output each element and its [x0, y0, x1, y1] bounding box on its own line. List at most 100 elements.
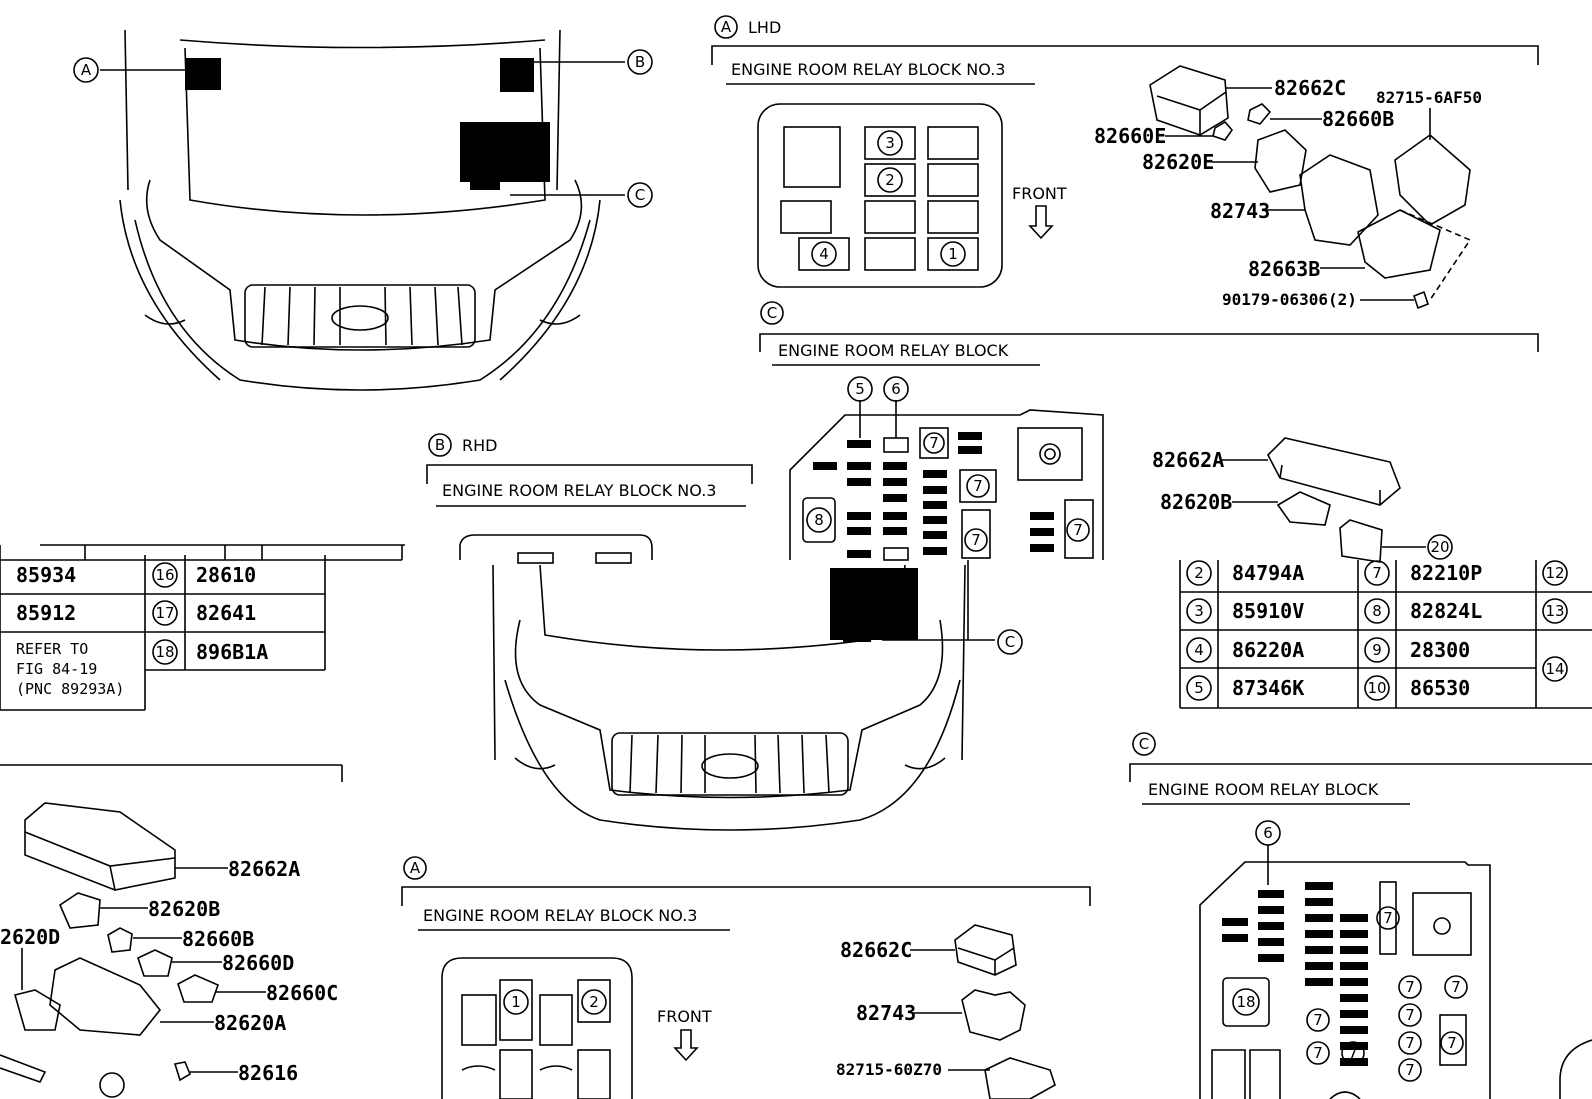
slot-6-lower: 6	[1263, 824, 1273, 842]
tl-r1-pnc2: 28610	[196, 563, 256, 587]
parts-lower-left: 82662A 82620B 82660B 82660D 82660C 82620…	[0, 764, 343, 1098]
section-letter-b: B	[435, 436, 445, 454]
slot-7-l7: 7	[1447, 1034, 1457, 1052]
section-letter-c-top: C	[767, 304, 777, 322]
pn-82715-60z70: 82715-60Z70	[836, 1060, 942, 1079]
tr-r1-pnc: 84794A	[1232, 561, 1304, 585]
pn-82620e: 82620E	[1142, 150, 1214, 174]
block3-title-a: ENGINE ROOM RELAY BLOCK NO.3	[731, 60, 1005, 79]
section-c-lower: C ENGINE ROOM RELAY BLOCK 6	[1129, 732, 1592, 1099]
front-label-a: FRONT	[1012, 184, 1067, 203]
tr-r3-no: 4	[1194, 641, 1204, 659]
tl-r2-pnc: 85912	[16, 601, 76, 625]
slot-7-l6: 7	[1405, 1034, 1415, 1052]
slot-7-l4: 7	[1405, 1006, 1415, 1024]
pn-82620b-ll: 82620B	[148, 897, 220, 921]
pn-82620a: 82620A	[214, 1011, 286, 1035]
pn-82662c-a: 82662C	[1274, 76, 1346, 100]
slot-7-c4: 7	[1073, 521, 1083, 539]
pn-82660b-a: 82660B	[1322, 107, 1394, 131]
slot-7-c3: 7	[971, 531, 981, 549]
tl-refer-3: (PNC 89293A)	[16, 680, 124, 698]
pn-82715-6af50: 82715-6AF50	[1376, 88, 1482, 107]
slot-2-lower: 2	[589, 993, 599, 1011]
tl-r3-no: 18	[155, 643, 174, 661]
tr-r2-pnc2: 82824L	[1410, 599, 1482, 623]
rhd-label: RHD	[462, 436, 497, 455]
slot-7-c2: 7	[973, 477, 983, 495]
slot-5-c: 5	[855, 380, 865, 398]
pn-82660e: 82660E	[1094, 124, 1166, 148]
tr-r4-pnc: 87346K	[1232, 676, 1304, 700]
section-b-rhd: B RHD ENGINE ROOM RELAY BLOCK NO.3	[426, 433, 753, 564]
pn-82660c: 82660C	[266, 981, 338, 1005]
pn-82620b-c: 82620B	[1160, 490, 1232, 514]
pn-82663b: 82663B	[1248, 257, 1320, 281]
tl-r2-no: 17	[155, 604, 174, 622]
pn-82662a-c: 82662A	[1152, 448, 1224, 472]
slot-6-c: 6	[891, 380, 901, 398]
slot-7-l3: 7	[1451, 978, 1461, 996]
pn-82662c-lower: 82662C	[840, 938, 912, 962]
slot-7-l1: 7	[1383, 909, 1393, 927]
slot-4-a: 4	[819, 245, 829, 263]
pn-90179: 90179-06306(2)	[1222, 290, 1357, 309]
car-overview-top: A B C	[73, 29, 653, 391]
section-a-lower: A ENGINE ROOM RELAY BLOCK NO.3 1 2 FRONT…	[401, 856, 1091, 1099]
tl-refer-1: REFER TO	[16, 640, 88, 658]
tr-r3-pnc2: 28300	[1410, 638, 1470, 662]
tr-r2-pnc: 85910V	[1232, 599, 1304, 623]
tr-r1-no: 2	[1194, 564, 1204, 582]
tr-r2-no: 3	[1194, 602, 1204, 620]
car-overview-lower: C	[492, 560, 1023, 831]
lhd-label: LHD	[748, 18, 781, 37]
tr-r1-no2: 7	[1372, 564, 1382, 582]
tl-r2-pnc2: 82641	[196, 601, 256, 625]
slot-7-c1: 7	[929, 434, 939, 452]
block3-title-b: ENGINE ROOM RELAY BLOCK NO.3	[442, 481, 716, 500]
pn-82660b-ll: 82660B	[182, 927, 254, 951]
callout-c: C	[635, 186, 645, 204]
tr-r2-no3: 13	[1545, 602, 1564, 620]
pn-82620d: 2620D	[0, 925, 60, 949]
slot-7-l5: 7	[1313, 1011, 1323, 1029]
pn-82743-lower: 82743	[856, 1001, 916, 1025]
pn-82662a-ll: 82662A	[228, 857, 300, 881]
section-letter-a: A	[721, 18, 732, 36]
section-a-lhd: A LHD ENGINE ROOM RELAY BLOCK NO.3 3 2 4…	[711, 15, 1539, 310]
block-title-c-lower: ENGINE ROOM RELAY BLOCK	[1148, 780, 1379, 799]
slot-3-a: 3	[885, 134, 895, 152]
section-letter-c-lower: C	[1139, 735, 1149, 753]
tl-r3-pnc2: 896B1A	[196, 640, 268, 664]
slot-1-a: 1	[948, 245, 958, 263]
slot-8-c: 8	[814, 511, 824, 529]
tl-r1-pnc: 85934	[16, 563, 76, 587]
callout-b: B	[635, 53, 645, 71]
block3-title-a-lower: ENGINE ROOM RELAY BLOCK NO.3	[423, 906, 697, 925]
slot-7-l8: 7	[1313, 1044, 1323, 1062]
tr-r4-no2: 10	[1367, 679, 1386, 697]
callout-a: A	[81, 61, 92, 79]
slot-20-c: 20	[1430, 538, 1449, 556]
slot-1-lower: 1	[511, 993, 521, 1011]
slot-2-a: 2	[885, 171, 895, 189]
front-label-lower: FRONT	[657, 1007, 712, 1026]
slot-7-l10: 7	[1405, 1061, 1415, 1079]
tr-r1-pnc2: 82210P	[1410, 561, 1482, 585]
section-letter-a-lower: A	[410, 859, 421, 877]
tr-r4-pnc2: 86530	[1410, 676, 1470, 700]
tl-refer-2: FIG 84-19	[16, 660, 97, 678]
section-c-top: C ENGINE ROOM RELAY BLOCK	[759, 301, 1539, 563]
slot-18-lower: 18	[1236, 993, 1255, 1011]
tl-r1-no: 16	[155, 566, 174, 584]
tr-r1-no3: 12	[1545, 564, 1564, 582]
slot-7-l9: 7	[1348, 1044, 1358, 1062]
tr-r4-no: 5	[1194, 679, 1204, 697]
tr-r2-no2: 8	[1372, 602, 1382, 620]
slot-7-l2: 7	[1405, 978, 1415, 996]
callout-c-lower: C	[1005, 633, 1015, 651]
pn-82616: 82616	[238, 1061, 298, 1085]
table-right: 2 3 4 5 84794A 85910V 86220A 87346K 7 8 …	[1179, 560, 1592, 709]
tr-r3-no2: 9	[1372, 641, 1382, 659]
